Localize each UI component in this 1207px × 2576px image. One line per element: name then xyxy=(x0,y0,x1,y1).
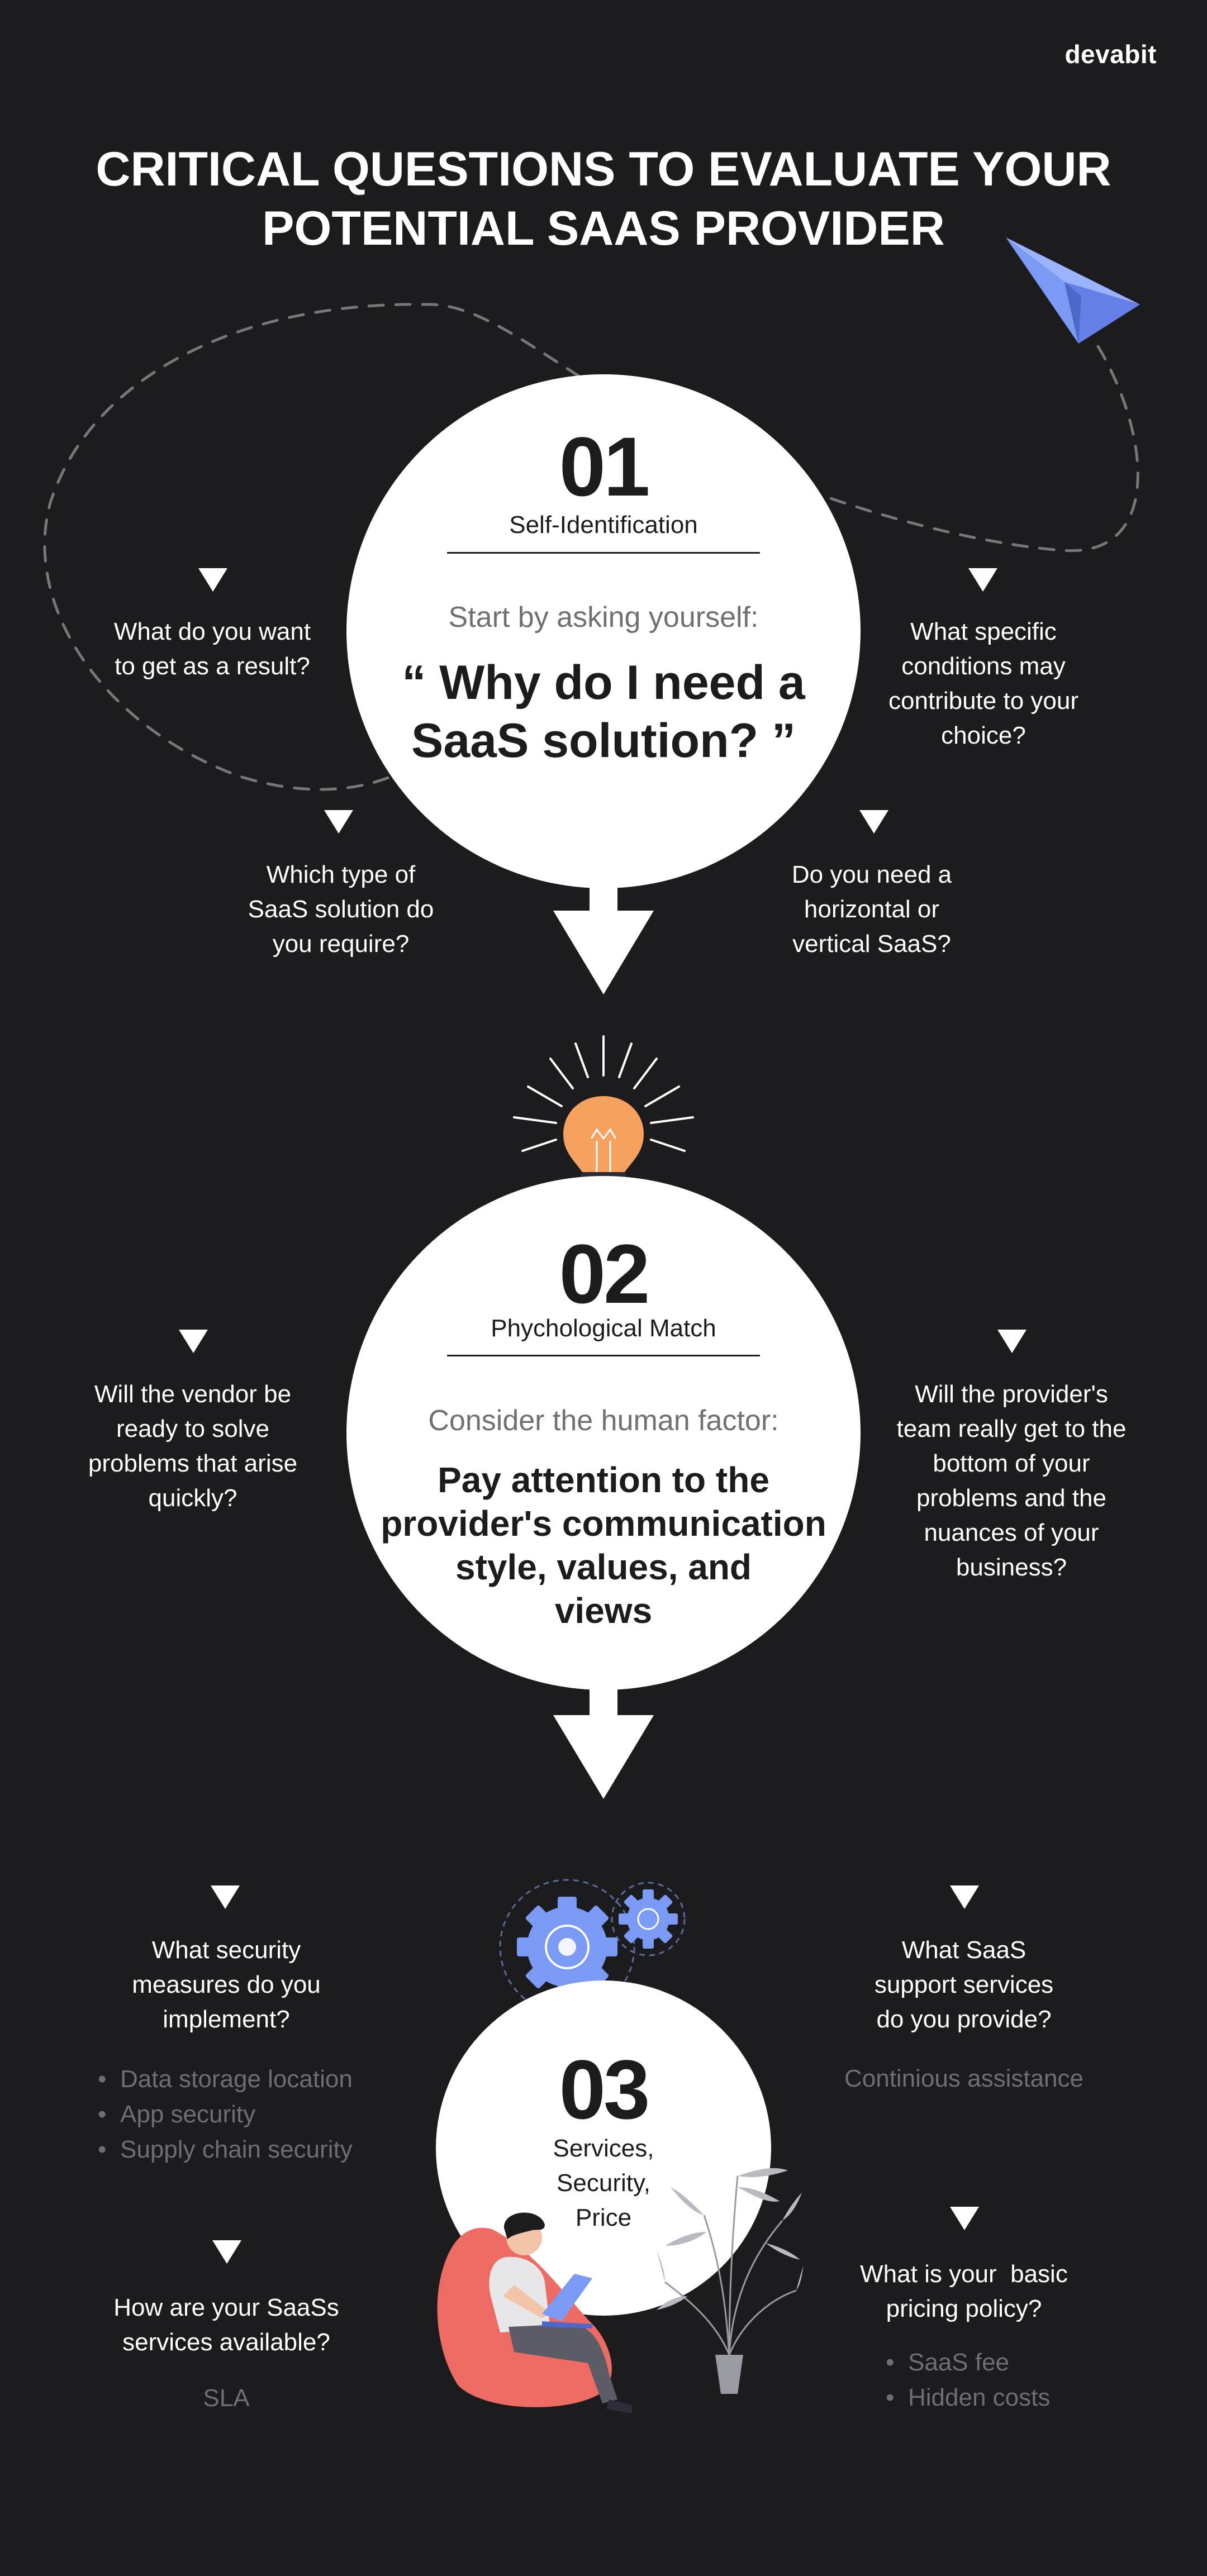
section-3-number: 03 xyxy=(559,2042,650,2136)
quote-line-2: SaaS solution? ” xyxy=(411,714,796,768)
bullet-arrow-1b xyxy=(968,568,997,592)
section-1-quote: “ Why do I need a SaaS solution? ” xyxy=(346,654,861,770)
quote-line-1: “ Why do I need a xyxy=(402,656,805,710)
question-1-top-right: What specific conditions may contribute … xyxy=(888,618,1078,749)
bullet-arrow-3b xyxy=(950,1885,979,1909)
pricing-items-list: SaaS fee Hidden costs xyxy=(886,2345,1050,2415)
potted-plant-illustration xyxy=(657,2168,804,2394)
list-item: Supply chain security xyxy=(98,2132,353,2167)
title-line-2: POTENTIAL SAAS PROVIDER xyxy=(262,202,945,255)
section-2-circle: 02 Phychological Match Consider the huma… xyxy=(346,1176,861,1690)
bullet-arrow-3a xyxy=(211,1885,240,1909)
security-measures-list: Data storage location App security Suppl… xyxy=(98,2061,353,2167)
brand-logo: devabit xyxy=(1065,40,1157,69)
list-item: SaaS fee xyxy=(886,2345,1050,2380)
question-3-security: What security measures do you implement? xyxy=(132,1936,321,2033)
bullet-arrow-2b xyxy=(997,1330,1027,1353)
question-3-support: What SaaS support services do you provid… xyxy=(874,1936,1054,2033)
section-2-subtitle: Phychological Match xyxy=(491,1315,716,1342)
bullet-arrow-1a xyxy=(198,568,227,592)
list-item: App security xyxy=(98,2097,353,2132)
section-1-divider xyxy=(447,552,760,554)
section-2-divider xyxy=(447,1355,760,1356)
question-1-top-left: What do you want to get as a result? xyxy=(113,618,311,680)
bullet-arrow-2a xyxy=(179,1330,208,1353)
question-3-availability: How are your SaaSs services available? xyxy=(113,2294,339,2356)
section-2-lead: Consider the human factor: xyxy=(428,1404,779,1437)
support-answer: Continious assistance xyxy=(844,2065,1084,2092)
section-2-statement: Pay attention to the provider's communic… xyxy=(381,1460,826,1631)
bullet-arrow-3d xyxy=(950,2207,979,2230)
section-1-lead: Start by asking yourself: xyxy=(448,601,759,634)
list-item: Data storage location xyxy=(98,2061,353,2097)
down-arrow-1 xyxy=(553,911,654,994)
section-3-subtitle: Services, Security, Price xyxy=(553,2135,654,2231)
section-1-subtitle: Self-Identification xyxy=(509,511,698,539)
section-1-circle: 01 Self-Identification Start by asking y… xyxy=(346,374,861,888)
question-2-right: Will the provider's team really get to t… xyxy=(896,1380,1127,1581)
question-2-left: Will the vendor be ready to solve proble… xyxy=(88,1380,298,1512)
dashed-flight-path xyxy=(43,303,1139,791)
paper-plane-icon xyxy=(1006,237,1140,344)
section-2-number: 02 xyxy=(559,1227,650,1321)
bullet-arrow-3c xyxy=(212,2240,241,2264)
question-1-bottom-left: Which type of SaaS solution do you requi… xyxy=(248,861,434,958)
section-1-number: 01 xyxy=(559,420,650,513)
list-item: Hidden costs xyxy=(886,2380,1050,2415)
bullet-arrow-1c xyxy=(324,810,353,834)
bullet-arrow-1d xyxy=(859,810,888,834)
question-3-pricing: What is your basic pricing policy? xyxy=(860,2260,1068,2322)
page-title: CRITICAL QUESTIONS TO EVALUATE YOUR POTE… xyxy=(0,140,1207,258)
title-line-1: CRITICAL QUESTIONS TO EVALUATE YOUR xyxy=(96,142,1111,196)
availability-answer: SLA xyxy=(203,2384,250,2412)
person-with-laptop-illustration xyxy=(437,2212,633,2413)
down-arrow-2 xyxy=(553,1715,654,1799)
question-1-bottom-right: Do you need a horizontal or vertical Saa… xyxy=(791,861,952,958)
